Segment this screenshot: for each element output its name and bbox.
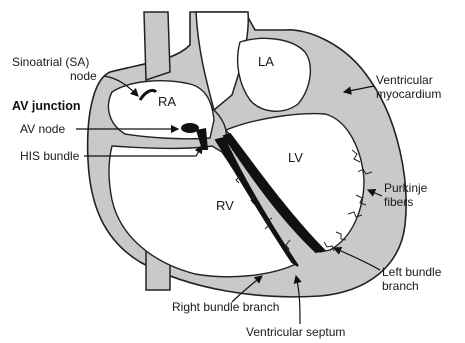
rv-label: RV bbox=[216, 198, 234, 213]
right-bundle-label: Right bundle branch bbox=[172, 300, 279, 314]
av-node-label: AV node bbox=[20, 122, 65, 136]
superior-vena-cava bbox=[144, 12, 170, 80]
sa-node-label-line2: node bbox=[70, 69, 97, 83]
purkinje-label-line2: fibers bbox=[384, 195, 413, 209]
ventricular-myocardium-label-line1: Ventricular bbox=[376, 73, 433, 87]
ra-label: RA bbox=[158, 94, 176, 109]
av-node bbox=[181, 123, 199, 133]
la-label: LA bbox=[258, 54, 274, 69]
purkinje-label-line1: Purkinje bbox=[384, 181, 428, 195]
left-bundle-label-line2: branch bbox=[382, 279, 419, 293]
av-junction-label: AV junction bbox=[12, 99, 81, 113]
ventricular-myocardium-label-line2: myocardium bbox=[376, 87, 441, 101]
ventricular-septum-label: Ventricular septum bbox=[246, 325, 345, 339]
left-bundle-label-line1: Left bundle bbox=[382, 265, 442, 279]
sa-node-label-line1: Sinoatrial (SA) bbox=[12, 55, 89, 69]
his-bundle-label: HIS bundle bbox=[20, 149, 80, 163]
lv-label: LV bbox=[288, 150, 303, 165]
